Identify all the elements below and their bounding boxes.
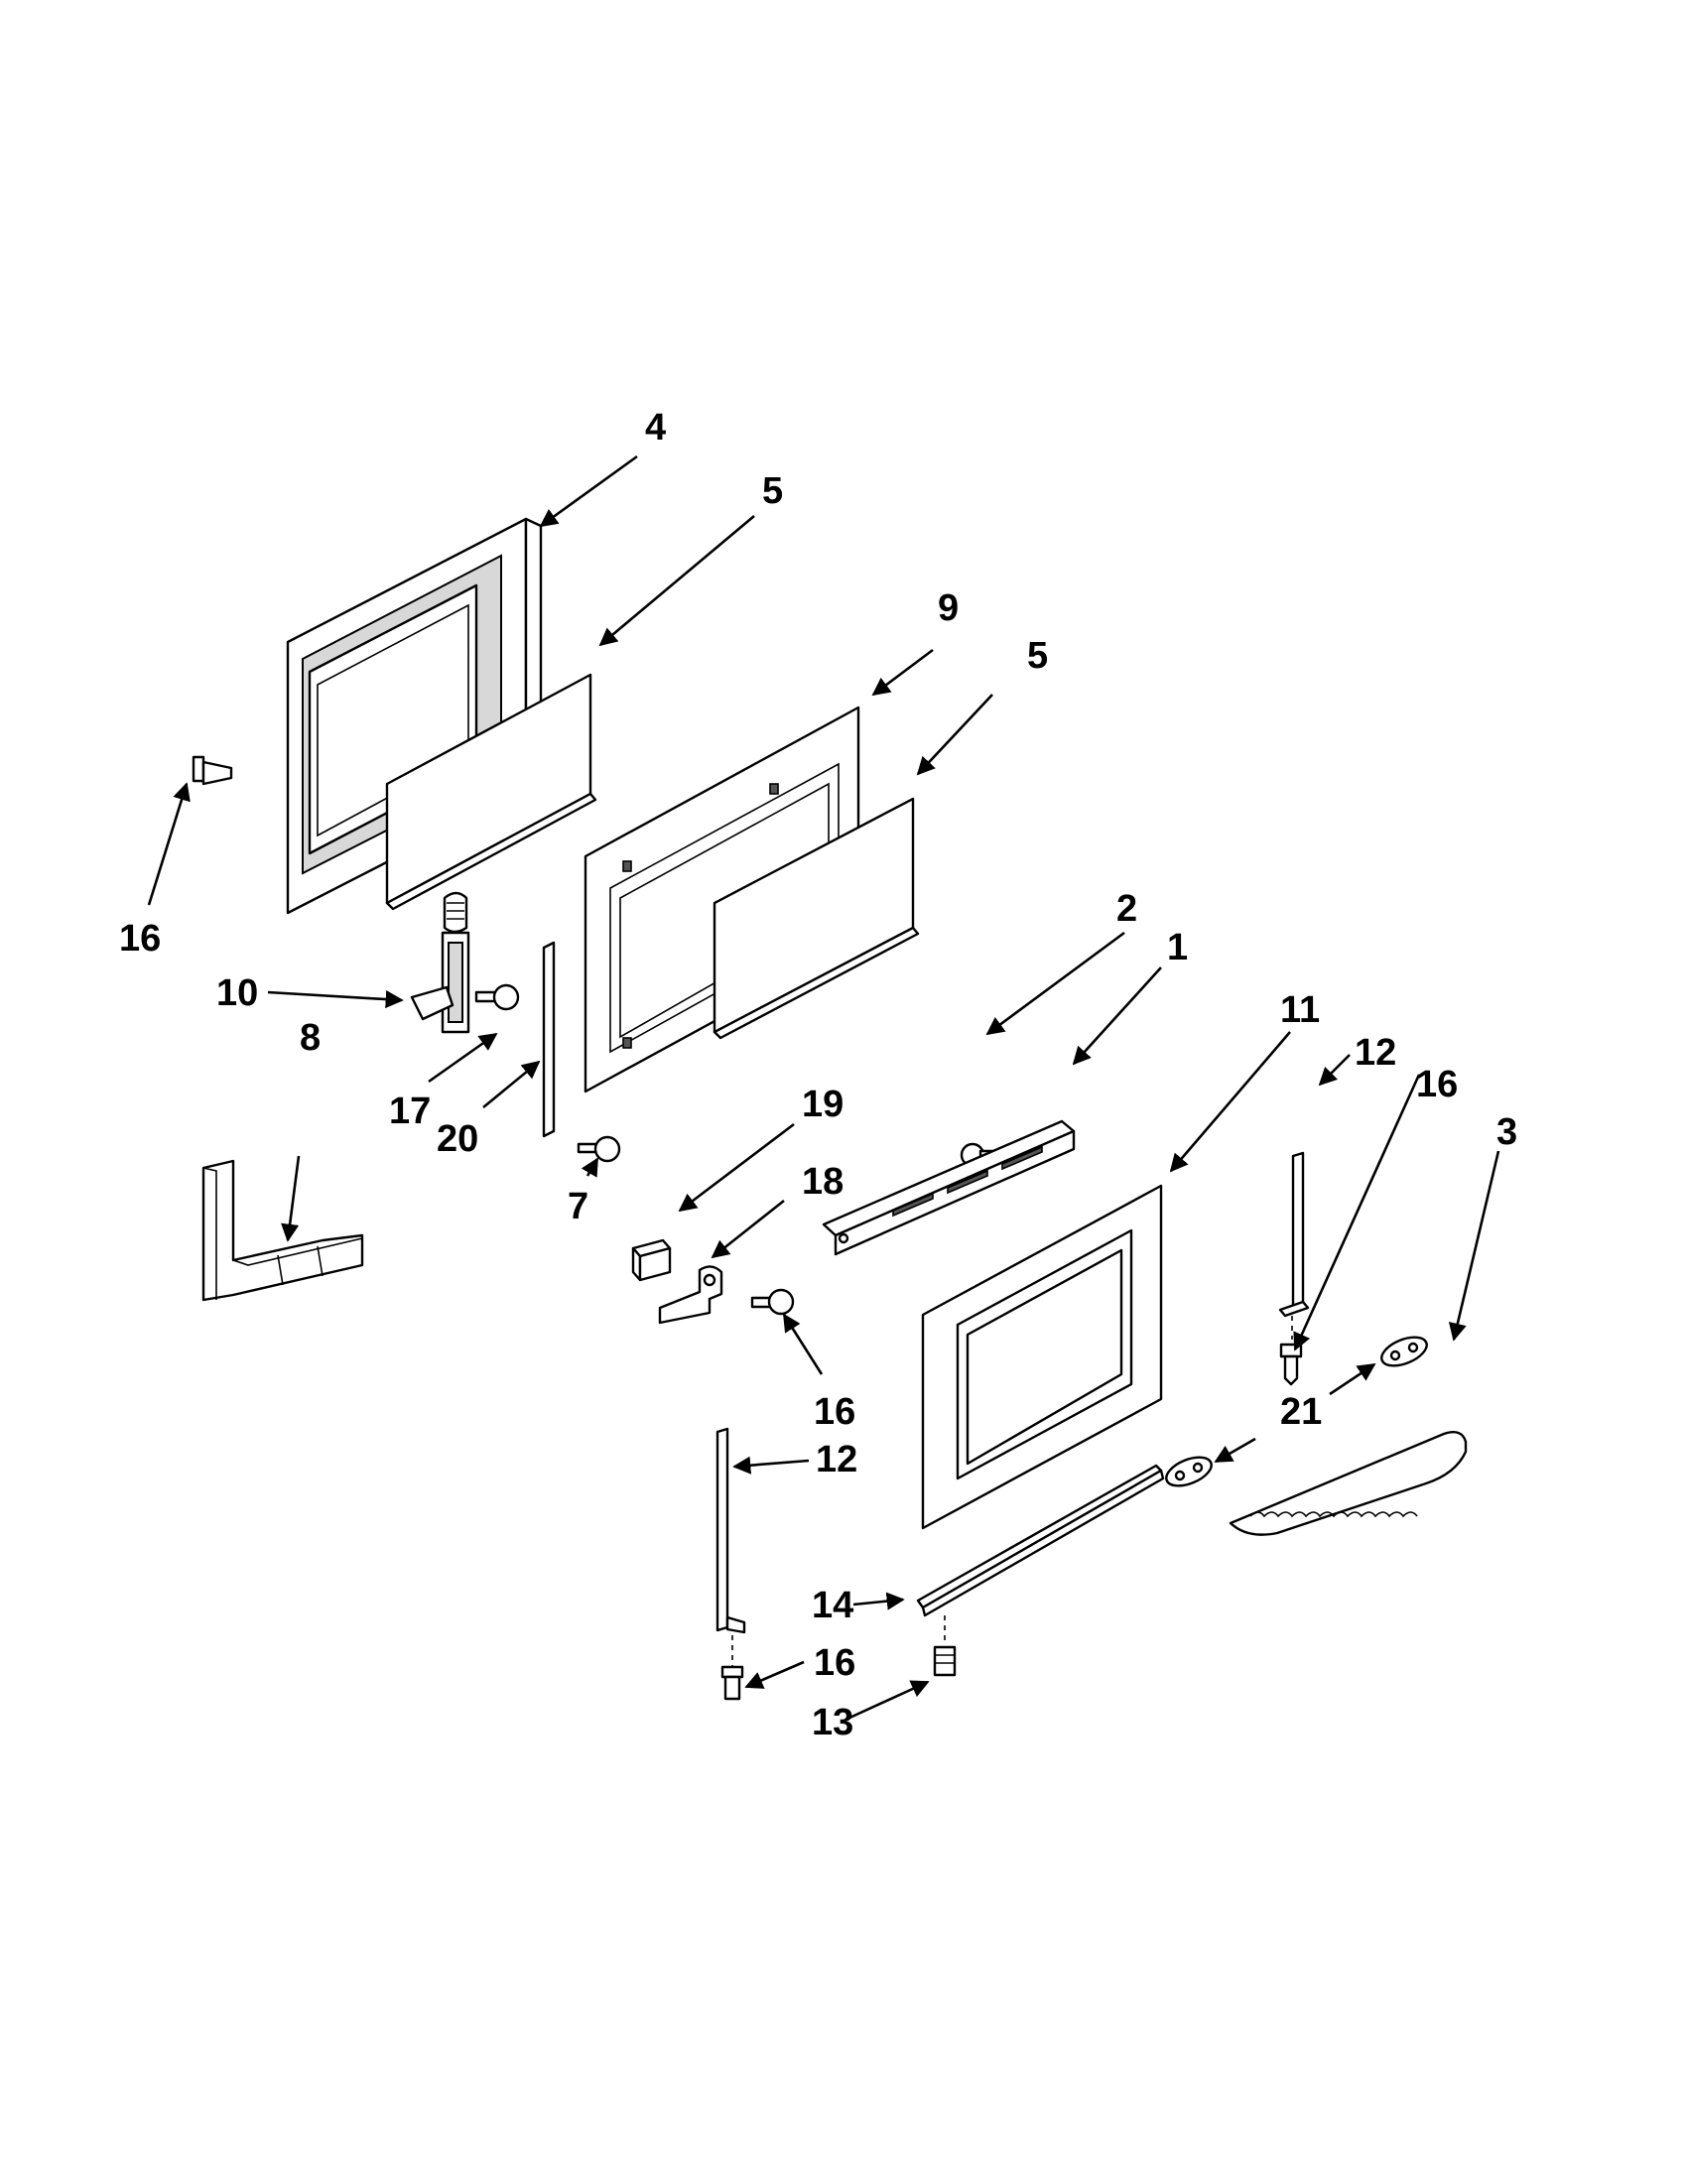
part-21-handle-end-lower — [1165, 1456, 1213, 1487]
part-17-screw — [474, 983, 520, 1011]
part-13-screw — [933, 1615, 957, 1677]
callout-4: 4 — [645, 407, 666, 449]
callout-21: 21 — [1280, 1391, 1322, 1433]
part-1-vent-trim — [822, 1119, 1076, 1256]
part-12-side-strip-right — [1278, 1151, 1310, 1318]
part-16-screw-right — [1279, 1316, 1303, 1386]
callout-11: 11 — [1280, 989, 1320, 1031]
part-16-screw-middle — [750, 1288, 795, 1316]
part-5-glass-panel-lower — [713, 797, 920, 1040]
callout-2: 2 — [1116, 888, 1137, 930]
part-19-block — [631, 1238, 672, 1282]
callout-16-right: 16 — [1416, 1064, 1458, 1105]
callout-8: 8 — [300, 1017, 321, 1059]
callout-3: 3 — [1496, 1111, 1517, 1153]
part-20-side-strip — [542, 941, 556, 1138]
callout-18: 18 — [802, 1161, 844, 1203]
part-16-screw-lower — [720, 1635, 744, 1701]
callout-leader-lines — [147, 454, 1500, 1722]
callout-19: 19 — [802, 1084, 844, 1125]
part-16-screw-upper-left — [192, 755, 233, 786]
part-21-handle-end-upper — [1380, 1336, 1428, 1367]
part-4-inner-door-panel — [286, 517, 543, 915]
callout-12-left: 12 — [816, 1439, 857, 1480]
part-14-bottom-trim — [916, 1464, 1165, 1617]
callout-9: 9 — [938, 587, 959, 629]
part-8-insulation — [201, 1159, 364, 1302]
callout-16-middle: 16 — [814, 1391, 855, 1433]
callout-13: 13 — [812, 1702, 853, 1743]
part-12-side-strip-left — [715, 1427, 746, 1634]
callout-12-right: 12 — [1355, 1032, 1396, 1074]
part-11-outer-door — [921, 1184, 1163, 1530]
callout-7: 7 — [568, 1186, 588, 1227]
part-3-handle — [1229, 1431, 1468, 1536]
callout-5-upper: 5 — [762, 470, 783, 512]
callout-17: 17 — [389, 1091, 431, 1132]
part-5-glass-panel-upper — [385, 673, 597, 911]
callout-10: 10 — [216, 972, 258, 1014]
part-10-hinge — [410, 891, 470, 1034]
callout-16-lower: 16 — [814, 1642, 855, 1684]
callout-1: 1 — [1167, 927, 1188, 968]
part-18-bracket — [658, 1265, 723, 1325]
callout-14: 14 — [812, 1585, 853, 1626]
callout-20: 20 — [437, 1118, 478, 1160]
callout-5-lower: 5 — [1027, 635, 1048, 677]
callout-16-upper-left: 16 — [119, 918, 161, 960]
part-7-screw — [577, 1135, 621, 1163]
callout-labels: 4 5 9 5 16 10 8 17 20 7 2 1 11 12 16 3 1… — [119, 407, 1517, 1743]
